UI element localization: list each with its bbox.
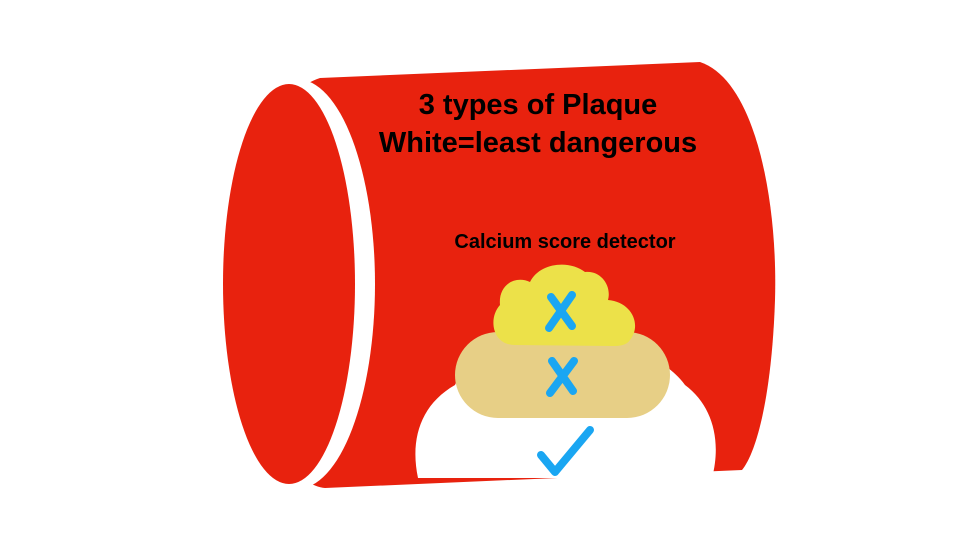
cross-icon xyxy=(546,357,578,397)
checkmark-icon xyxy=(537,426,594,476)
detector-label: Calcium score detector xyxy=(454,231,675,253)
artery-opening xyxy=(223,84,355,484)
cross-icon xyxy=(545,291,576,332)
title-line-2: White=least dangerous xyxy=(379,127,697,159)
title-line-1: 3 types of Plaque xyxy=(419,89,658,121)
